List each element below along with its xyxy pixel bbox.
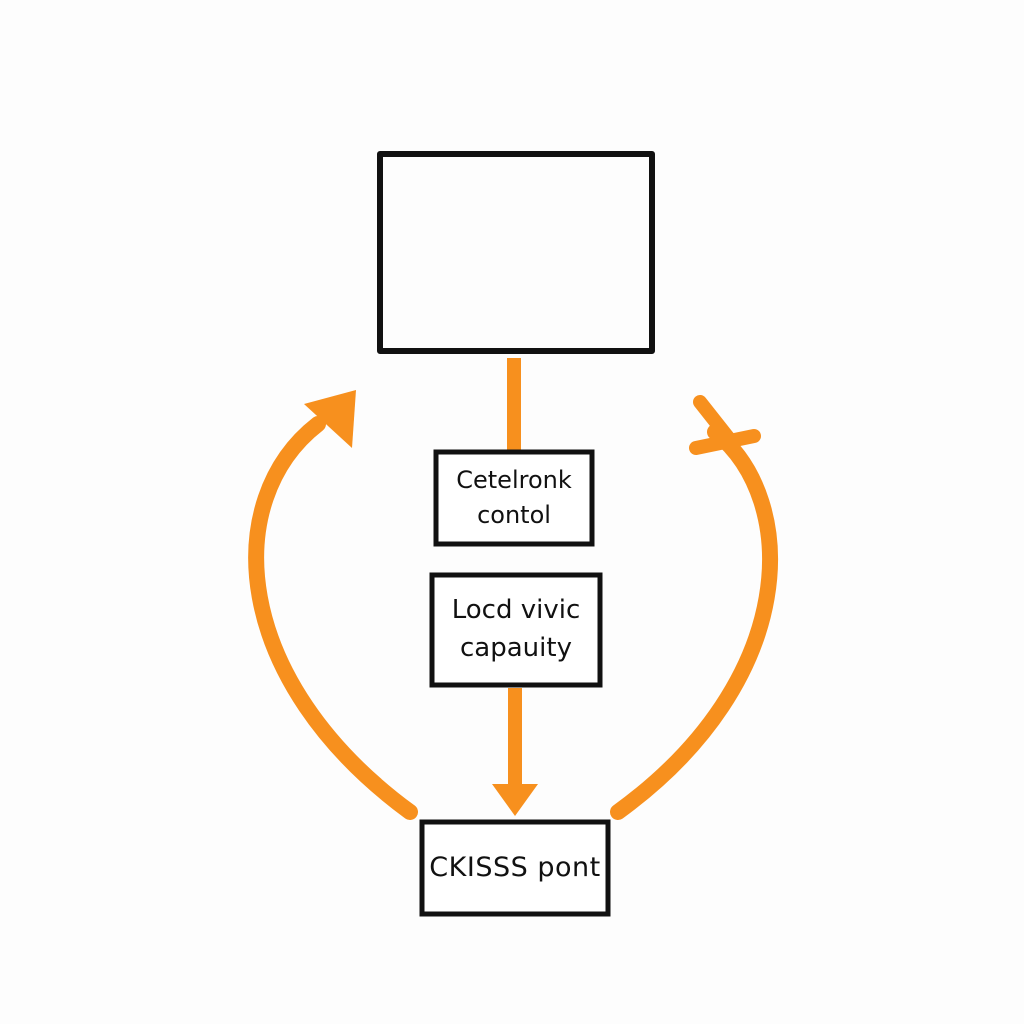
top-box: [377, 151, 655, 354]
central-control-box: [433, 449, 595, 547]
right-feedback-arrow-tail: [689, 395, 761, 455]
left-feedback-arrowhead: [304, 390, 356, 448]
right-feedback-arc: [610, 424, 778, 820]
crisis-point-box: [419, 819, 611, 917]
left-feedback-arc: [248, 416, 418, 820]
local-capacity-box: [429, 572, 603, 688]
arrow-local-to-crisis-head: [492, 784, 538, 816]
